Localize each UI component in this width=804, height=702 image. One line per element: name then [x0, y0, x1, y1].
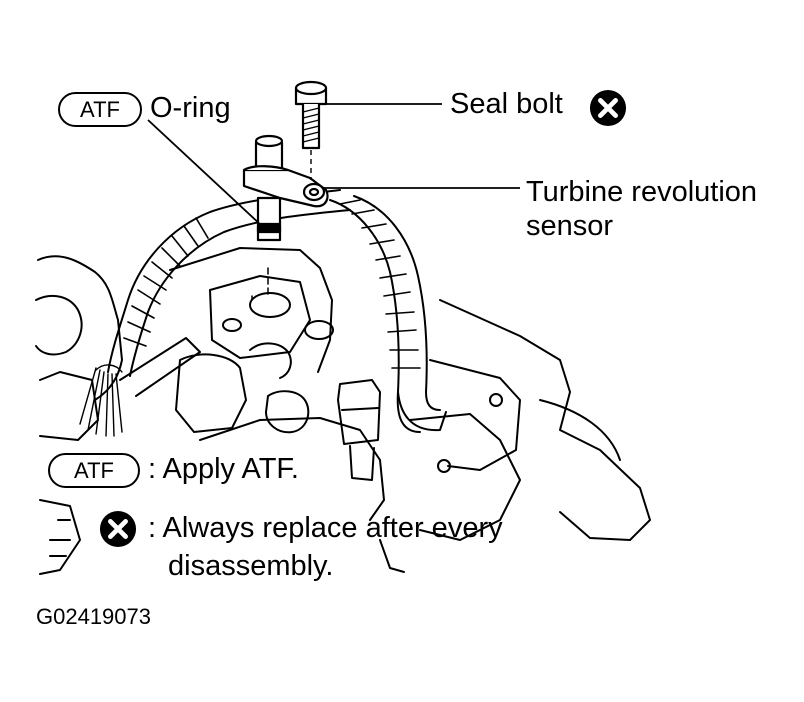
wire-bundle	[79, 364, 123, 437]
seal-bolt	[294, 80, 328, 180]
legend-replace-line2: disassembly.	[168, 550, 334, 582]
o-ring-label: O-ring	[150, 92, 231, 124]
o-ring-leader	[147, 119, 263, 227]
legend-x-circle-icon	[99, 510, 137, 548]
seal-bolt-label: Seal bolt	[450, 88, 563, 120]
figure-id: G02419073	[36, 604, 151, 629]
turbine-sensor-label-line1: Turbine revolution	[526, 176, 758, 208]
legend-apply-atf: : Apply ATF.	[148, 453, 299, 485]
turbine-revolution-sensor	[242, 134, 329, 242]
legend-replace-line1: : Always replace after every	[148, 512, 503, 544]
legend-atf-badge-icon: ATF	[48, 453, 140, 488]
harness-hose-right	[329, 195, 447, 433]
turbine-sensor-label-line2: sensor	[526, 210, 614, 242]
atf-badge-icon: ATF	[58, 92, 142, 127]
harness-hose-left	[107, 189, 351, 377]
x-circle-icon	[589, 89, 627, 127]
leader-lines	[147, 103, 520, 227]
transmission-body	[35, 247, 651, 575]
